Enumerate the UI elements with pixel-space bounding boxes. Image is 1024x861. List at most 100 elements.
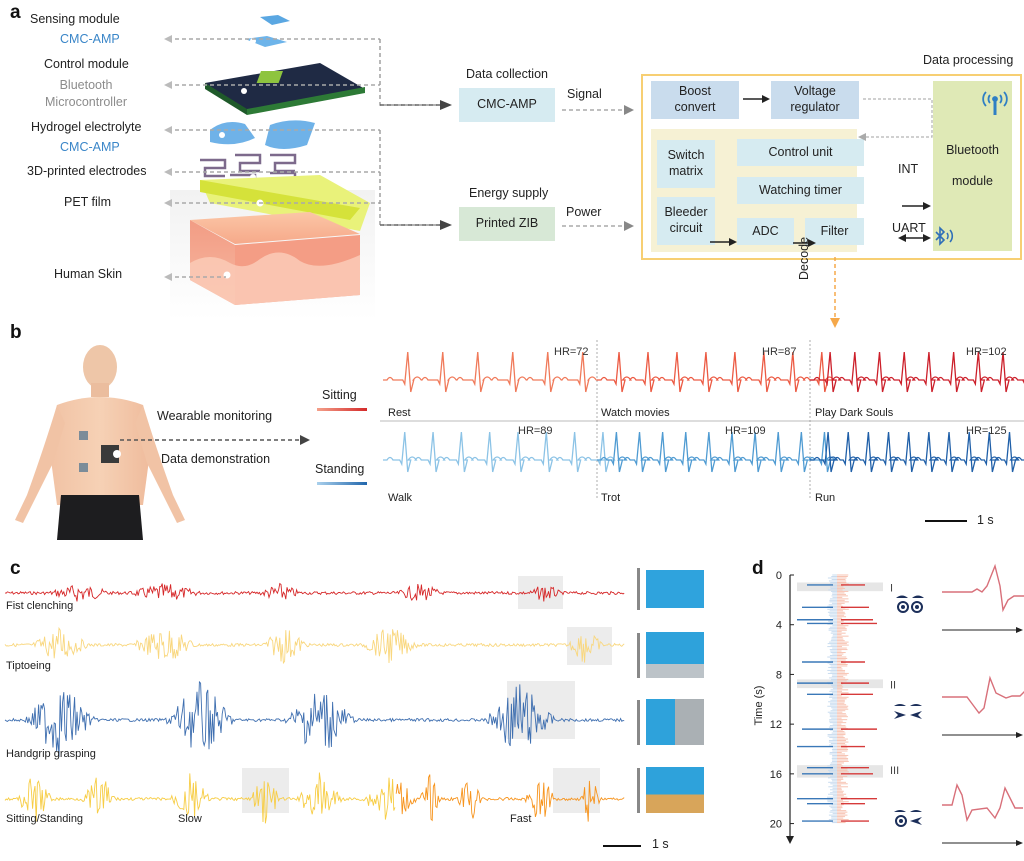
emg-label-slow: Slow <box>178 813 202 825</box>
label-hydrogel-electrolyte: Hydrogel electrolyte <box>31 120 142 134</box>
human-skin-block-shape <box>190 212 360 305</box>
emg-label-tiptoeing: Tiptoeing <box>6 660 51 672</box>
photo-sitting-standing <box>646 767 704 813</box>
hr-label-trot: HR=109 <box>725 425 766 437</box>
arrow-to-data-collection <box>440 100 452 110</box>
boost-line2: convert <box>674 100 716 114</box>
photo-tiptoeing <box>646 632 704 678</box>
highlight-handgrip <box>507 681 575 739</box>
emg-trace-handgrip-grasping <box>4 680 625 757</box>
bar-2 <box>637 633 640 678</box>
photo-handgrip <box>646 699 704 745</box>
bleeder-line1: Bleeder <box>664 205 708 220</box>
head-shape <box>83 345 117 389</box>
data-processing-heading: Data processing <box>923 53 1014 67</box>
ecg-trace-trot <box>597 431 836 473</box>
bar-1 <box>637 568 640 610</box>
cond-label-walk: Walk <box>388 492 413 504</box>
decode-arrow <box>830 257 840 328</box>
data-demonstration-label: Data demonstration <box>161 452 271 466</box>
hr-label-walk: HR=89 <box>518 425 553 437</box>
left-arrowheads <box>164 35 172 281</box>
hydrogel-shape <box>210 120 315 149</box>
emg-label-sitting-standing: Sitting/Standing <box>6 813 84 825</box>
wearable-monitoring-label: Wearable monitoring <box>157 409 273 423</box>
printed-zib-box: Printed ZIB <box>459 207 555 241</box>
eye-inset-arrow-3 <box>1016 840 1023 846</box>
bluetooth-icon <box>935 226 954 246</box>
pet-film-shape <box>200 175 370 231</box>
legend-sitting-swatch <box>317 408 367 411</box>
uart-label: UART <box>892 221 926 235</box>
label-microcontroller: Microcontroller <box>45 95 127 109</box>
wearable-arrow <box>120 435 310 445</box>
adc-box: ADC <box>737 218 794 245</box>
eye-icon-look-around <box>896 595 924 613</box>
eye-window-label-I: I <box>890 582 893 594</box>
boost-line1: Boost <box>679 84 711 99</box>
watching-timer-box: Watching timer <box>737 177 864 204</box>
highlight-slow <box>242 768 289 813</box>
cond-label-rest: Rest <box>388 407 411 419</box>
label-hydrogel-cmc-amp: CMC-AMP <box>60 140 120 154</box>
hr-label-run: HR=125 <box>966 425 1007 437</box>
hr-label-watch-movies: HR=87 <box>762 346 797 358</box>
eye-window-label-III: III <box>890 765 899 777</box>
bt-line2: module <box>951 173 993 188</box>
eye-inset-trace-1 <box>942 563 1024 613</box>
label-sensing-module: Sensing module <box>30 12 120 26</box>
label-pet-film: PET film <box>64 195 111 209</box>
cond-label-play-dark-souls: Play Dark Souls <box>815 407 894 419</box>
emg-label-handgrip: Handgrip grasping <box>6 748 96 760</box>
hr-label-play-dark-souls: HR=102 <box>966 346 1007 358</box>
eye-y-axis-arrow <box>786 836 794 844</box>
emg-trace-tiptoeing <box>4 626 625 665</box>
emg-trace-fist-clenching <box>4 582 625 602</box>
hr-label-rest: HR=72 <box>554 346 589 358</box>
bar-3 <box>637 700 640 745</box>
legend-standing-label: Standing <box>315 462 365 476</box>
eye-tick-label-4: 4 <box>776 620 782 632</box>
control-unit-box: Control unit <box>737 139 864 166</box>
cmc-amp-box: CMC-AMP <box>459 88 555 122</box>
label-control-module: Control module <box>44 57 129 71</box>
bleeder-line2: circuit <box>669 221 703 235</box>
ecg-chart <box>380 340 1024 500</box>
eye-icon-closed <box>894 704 922 719</box>
bt-line1: Bluetooth <box>946 142 999 157</box>
emg-chart <box>4 576 625 824</box>
panel-a-connectors <box>164 35 452 281</box>
panel-c-scale-bar <box>603 845 641 847</box>
power-label: Power <box>566 205 602 219</box>
highlight-fast <box>553 768 600 813</box>
cond-label-run: Run <box>815 492 836 504</box>
eye-tick-label-8: 8 <box>776 669 782 681</box>
left-arm-shape <box>15 405 65 523</box>
processing-arrows <box>710 91 1008 328</box>
label-human-skin: Human Skin <box>54 267 123 281</box>
signal-power-arrows <box>562 105 634 231</box>
energy-supply-heading: Energy supply <box>469 186 549 200</box>
switch-line2: matrix <box>668 164 703 178</box>
shorts-shape <box>57 495 143 540</box>
ecg-trace-run <box>810 431 1024 473</box>
cond-label-watch-movies: Watch movies <box>601 407 670 419</box>
human-body-illustration <box>15 345 185 540</box>
eye-tick-label-20: 20 <box>770 819 782 831</box>
cond-label-trot: Trot <box>601 492 621 504</box>
eye-inset-trace-2 <box>942 675 1024 715</box>
antenna-icon <box>982 91 1008 115</box>
label-sensing-cmc-amp: CMC-AMP <box>60 32 120 46</box>
eye-inset-arrow-1 <box>1016 627 1023 633</box>
switch-line1: Switch <box>667 148 705 163</box>
arrow-to-energy-supply <box>440 220 452 230</box>
panel-c-scale-label: 1 s <box>652 837 669 851</box>
label-bluetooth: Bluetooth <box>59 78 113 92</box>
panel-b-scale-label: 1 s <box>977 513 994 527</box>
eye-tick-label-16: 16 <box>770 769 782 781</box>
eye-y-axis-label: Time (s) <box>753 686 765 726</box>
panel-d-letter: d <box>752 558 764 579</box>
